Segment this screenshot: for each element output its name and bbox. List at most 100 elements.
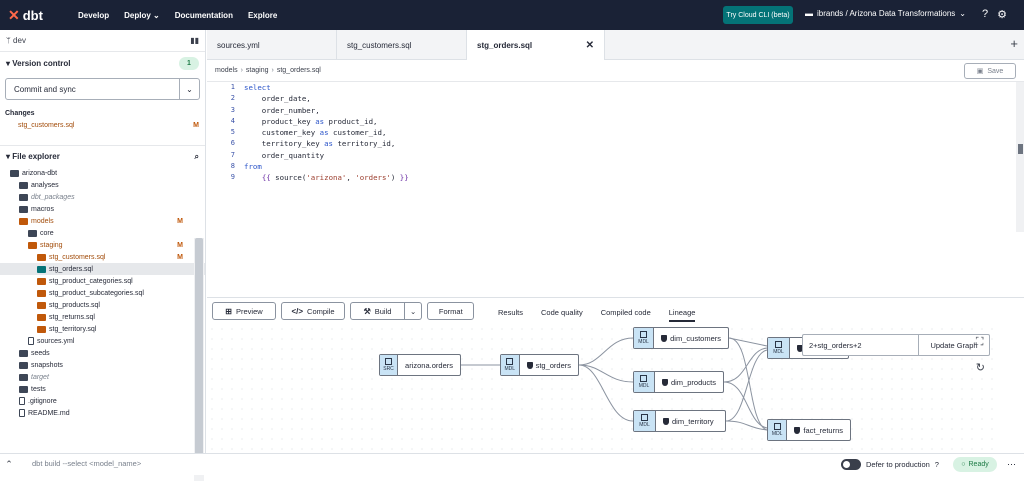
tab-stg-orders[interactable]: stg_orders.sql ✕ <box>467 30 605 60</box>
node-dim-products[interactable]: MDL dim_products <box>633 371 724 393</box>
version-control-header[interactable]: ▾ Version control 1 <box>0 52 205 74</box>
tab-lineage[interactable]: Lineage <box>668 308 696 322</box>
breadcrumb-models[interactable]: models <box>215 67 238 74</box>
expand-icon[interactable]: ⛶ <box>975 336 984 348</box>
preview-button[interactable]: ⊞Preview <box>212 302 276 320</box>
line-number: 8 <box>230 162 235 171</box>
plus-icon[interactable]: + <box>1010 36 1018 51</box>
file-tree-item[interactable]: seeds <box>0 347 205 359</box>
changed-file-item[interactable]: stg_customers.sql M <box>18 122 199 129</box>
line-number: 4 <box>230 116 235 125</box>
search-icon[interactable]: ⌕ <box>194 151 199 161</box>
tab-sources-yml[interactable]: sources.yml <box>207 30 337 60</box>
results-panel: ⊞Preview </>Compile ⚒Build ⌄ Format Resu… <box>207 297 1024 453</box>
question-icon[interactable]: ? <box>934 460 939 469</box>
tab-code-quality[interactable]: Code quality <box>541 307 583 317</box>
sidebar-scrollbar[interactable] <box>194 238 204 481</box>
question-icon[interactable]: ? <box>982 8 989 20</box>
toggle-switch[interactable] <box>841 459 861 470</box>
code-content[interactable]: select order_date, order_number, product… <box>244 82 409 184</box>
update-graph-button[interactable]: Update Graph <box>930 340 978 350</box>
file-tree-label: models <box>31 217 54 225</box>
project-selector[interactable]: ▬ ibrands / Arizona Data Transformations… <box>805 9 966 18</box>
file-tree-item[interactable]: stg_products.sql <box>0 299 205 311</box>
folder-icon <box>19 217 28 225</box>
model-icon <box>37 325 46 333</box>
line-number: 1 <box>230 83 235 91</box>
file-tree-item[interactable]: stg_returns.sql <box>0 311 205 323</box>
nav-develop[interactable]: Develop <box>78 10 110 20</box>
code-line: select <box>244 83 271 92</box>
file-tree-item[interactable]: stg_territory.sql <box>0 323 205 335</box>
node-fact-returns[interactable]: MDL fact_returns <box>767 419 851 441</box>
nav-documentation[interactable]: Documentation <box>174 10 233 20</box>
file-tree-item[interactable]: snapshots <box>0 359 205 371</box>
shield-icon <box>794 426 801 434</box>
gear-icon[interactable]: ⚙ <box>997 9 1007 21</box>
node-dim-territory[interactable]: MDL dim_territory <box>633 410 726 432</box>
commit-and-sync-button[interactable]: Commit and sync ⌄ <box>5 78 200 100</box>
compile-button[interactable]: </>Compile <box>281 302 345 320</box>
format-button[interactable]: Format <box>427 302 475 320</box>
file-explorer-header[interactable]: ▾ File explorer ⌕ <box>0 145 205 167</box>
close-icon[interactable]: ✕ <box>585 39 594 51</box>
node-dim-customers[interactable]: MDL dim_customers <box>633 327 729 349</box>
code-line: order_number, <box>244 105 320 115</box>
try-cloud-cli-button[interactable]: Try Cloud CLI (beta) <box>723 6 793 24</box>
defer-to-production-toggle[interactable]: Defer to production ? <box>841 459 939 470</box>
chevron-up-icon[interactable]: ⌃ <box>5 459 13 469</box>
file-tree-item[interactable]: macros <box>0 203 205 215</box>
lineage-graph[interactable]: SRC arizona.orders MDL stg_orders MDL di… <box>207 324 997 452</box>
shield-icon <box>797 344 803 352</box>
build-button[interactable]: ⚒Build <box>350 302 405 320</box>
file-tree-item[interactable]: stg_orders.sql <box>0 263 205 275</box>
file-tree-item[interactable]: stg_product_subcategories.sql <box>0 287 205 299</box>
model-icon <box>37 289 46 297</box>
file-tree-item[interactable]: target <box>0 371 205 383</box>
more-options-icon[interactable]: ⋯ <box>1007 459 1016 469</box>
branch-name[interactable]: ᛘ dev <box>6 36 26 45</box>
node-arizona-orders[interactable]: SRC arizona.orders <box>379 354 461 376</box>
file-tree-item[interactable]: core <box>0 227 205 239</box>
file-tree-item[interactable]: dbt_packages <box>0 191 205 203</box>
breadcrumb-staging[interactable]: staging <box>245 67 269 74</box>
file-tree-item[interactable]: tests <box>0 383 205 395</box>
tab-stg-customers[interactable]: stg_customers.sql <box>337 30 467 60</box>
command-input[interactable]: dbt build --select <model_name> <box>32 459 142 468</box>
book-icon[interactable]: ▮▮ <box>190 36 199 45</box>
node-stg-orders[interactable]: MDL stg_orders <box>500 354 579 376</box>
tab-results[interactable]: Results <box>498 307 524 317</box>
shield-icon <box>663 417 669 425</box>
file-tree-item[interactable]: arizona-dbt <box>0 167 205 179</box>
refresh-icon[interactable]: ↻ <box>975 362 985 374</box>
scrollbar-thumb[interactable] <box>1018 144 1023 154</box>
file-tree-item[interactable]: stg_product_categories.sql <box>0 275 205 287</box>
chevron-down-icon[interactable]: ⌄ <box>179 79 199 99</box>
line-number: 2 <box>230 94 235 103</box>
editor-scrollbar[interactable] <box>1016 82 1024 232</box>
nav-deploy[interactable]: Deploy ⌄ <box>124 10 160 20</box>
build-button-group: ⚒Build ⌄ <box>350 302 423 320</box>
top-navigation-bar: ✕ dbt Develop Deploy ⌄ Documentation Exp… <box>0 0 1024 30</box>
sidebar: ᛘ dev ▮▮ ▾ Version control 1 Commit and … <box>0 30 206 481</box>
file-tree-item[interactable]: sources.yml <box>0 335 205 347</box>
file-tree-item[interactable]: .gitignore <box>0 395 205 407</box>
graph-selector-input[interactable]: 2+stg_orders+2 <box>803 335 919 355</box>
file-tree-item[interactable]: analyses <box>0 179 205 191</box>
file-tree-item[interactable]: README.md <box>0 407 205 417</box>
tab-compiled-code[interactable]: Compiled code <box>600 307 651 317</box>
cube-icon <box>775 341 782 348</box>
model-icon <box>37 301 46 309</box>
nav-explore[interactable]: Explore <box>247 10 278 20</box>
build-options-dropdown[interactable]: ⌄ <box>405 302 423 320</box>
save-button[interactable]: ▣ Save <box>964 63 1016 79</box>
scrollbar-thumb[interactable] <box>195 238 203 472</box>
dbt-logo[interactable]: ✕ dbt <box>8 6 43 23</box>
line-number: 7 <box>230 150 235 159</box>
shield-icon <box>526 361 533 369</box>
